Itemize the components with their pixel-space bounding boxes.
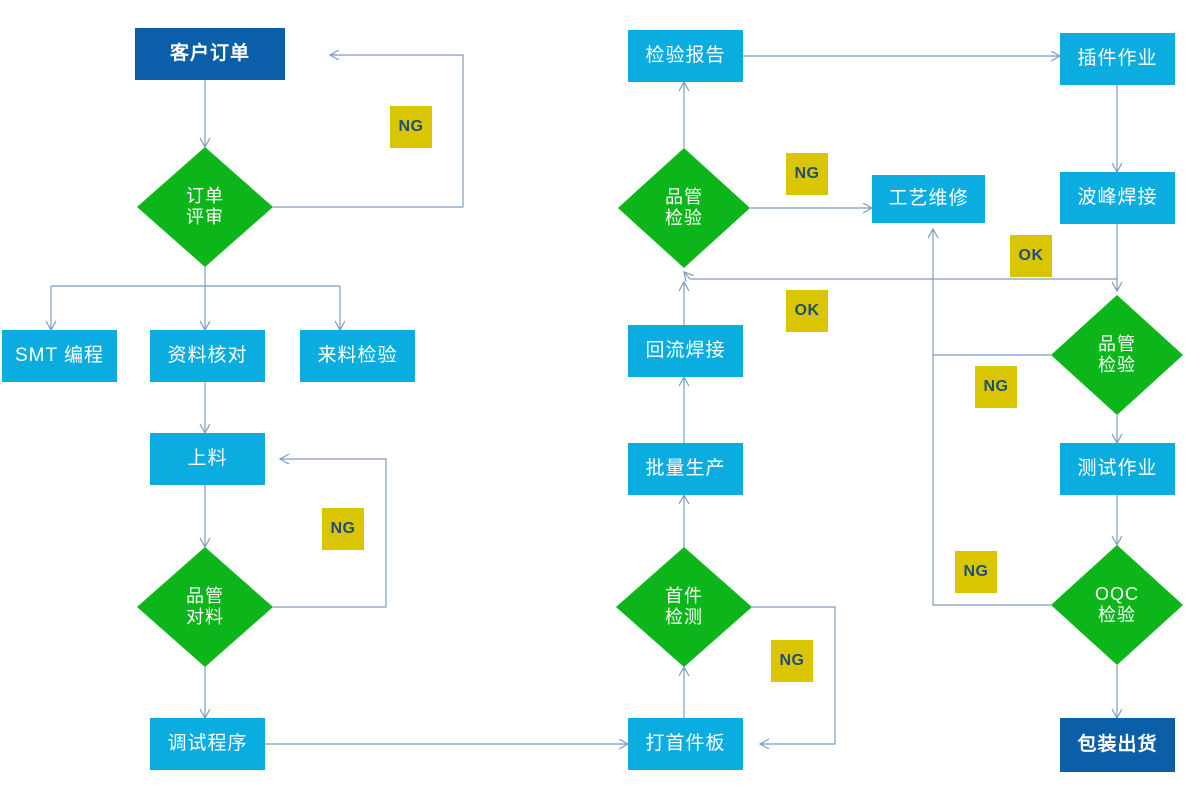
node-label: 订单评审 [186,186,224,227]
badge-ng-oqc: NG [955,551,997,593]
node-label: 品管检验 [1098,334,1136,375]
node-label: SMT 编程 [14,345,105,367]
node-label: 波峰焊接 [1077,187,1158,209]
diamond-shape [1051,295,1183,415]
badge-ok-wave-to-qc2: OK [1010,235,1052,277]
node-label: 品管对料 [186,586,224,627]
node-label: 批量生产 [645,458,726,480]
node-print-first-board[interactable]: 打首件板 [628,718,743,770]
node-label: 包装出货 [1077,734,1158,756]
node-first-article-test[interactable]: 首件检测 [616,547,752,667]
node-customer-order[interactable]: 客户订单 [135,28,285,80]
node-order-review[interactable]: 订单评审 [137,147,273,267]
node-process-repair[interactable]: 工艺维修 [872,175,985,223]
node-incoming-inspection[interactable]: 来料检验 [300,330,415,382]
node-reflow-soldering[interactable]: 回流焊接 [628,325,743,377]
node-qc-inspection-2[interactable]: 品管检验 [1051,295,1183,415]
node-label: 首件检测 [665,586,703,627]
node-inspection-report[interactable]: 检验报告 [628,30,743,82]
node-wave-soldering[interactable]: 波峰焊接 [1060,172,1175,224]
node-debug-program[interactable]: 调试程序 [150,718,265,770]
diamond-shape [137,547,273,667]
diamond-shape [137,147,273,267]
badge-ng-order-review: NG [390,106,432,148]
node-label: 工艺维修 [888,188,969,210]
node-mass-production[interactable]: 批量生产 [628,443,743,495]
node-data-check[interactable]: 资料核对 [150,330,265,382]
node-label: 测试作业 [1077,458,1158,480]
badge-ng-first-article: NG [771,640,813,682]
node-label: 客户订单 [169,43,250,65]
edge-review-ng-to-order [273,55,464,208]
node-label: 检验报告 [645,45,726,67]
node-label: 打首件板 [645,733,726,755]
node-qc-inspection-1[interactable]: 品管检验 [618,148,750,268]
node-label: 上料 [187,448,228,470]
badge-ok-reflow-to-qc1: OK [786,290,828,332]
node-test-operation[interactable]: 测试作业 [1060,443,1175,495]
node-qc-material-check[interactable]: 品管对料 [137,547,273,667]
edge-ok-return-into-qc1 [684,272,690,279]
diamond-shape [1051,545,1183,665]
node-label: 插件作业 [1077,48,1158,70]
diamond-shape [618,148,750,268]
diamond-shape [616,547,752,667]
node-label: 资料核对 [167,345,248,367]
node-label: 回流焊接 [645,340,726,362]
node-label: 来料检验 [317,345,398,367]
node-label: 调试程序 [167,733,248,755]
node-label: 品管检验 [665,187,703,228]
node-loading[interactable]: 上料 [150,433,265,485]
node-packaging-shipment[interactable]: 包装出货 [1060,718,1175,772]
node-insert-operation[interactable]: 插件作业 [1060,33,1175,85]
node-smt-programming[interactable]: SMT 编程 [2,330,117,382]
badge-ng-qc-material: NG [322,508,364,550]
badge-ng-qc-inspect-1: NG [786,153,828,195]
badge-ng-qc-inspect-2: NG [975,366,1017,408]
